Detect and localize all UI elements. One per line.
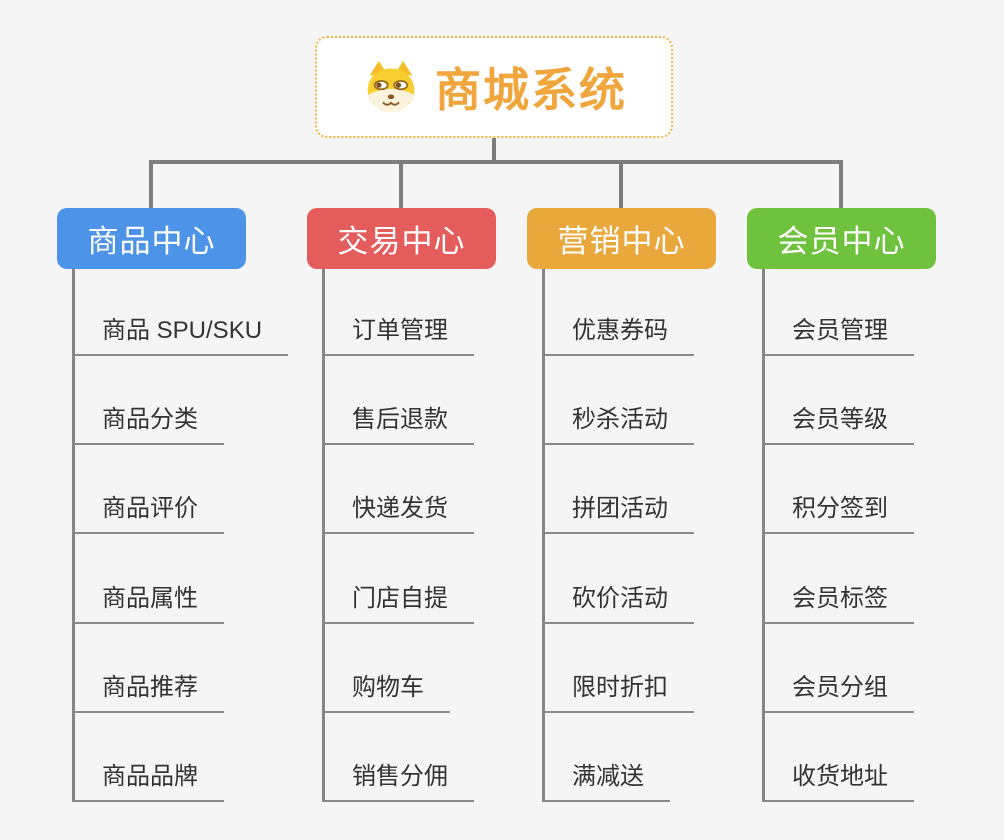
trunk-line-member-center xyxy=(762,269,765,802)
root-node-mall-system[interactable]: 商城系统 xyxy=(315,36,673,138)
branch-node-member-center[interactable]: 会员中心 xyxy=(747,208,936,269)
leaf-node[interactable]: 商品 SPU/SKU xyxy=(72,316,289,356)
leaf-node[interactable]: 售后退款 xyxy=(322,405,474,445)
leaf-node[interactable]: 门店自提 xyxy=(322,584,474,624)
leaf-node[interactable]: 商品属性 xyxy=(72,584,224,624)
leaf-node[interactable]: 限时折扣 xyxy=(542,673,694,713)
leaf-node[interactable]: 快递发货 xyxy=(322,494,474,534)
leaf-node[interactable]: 会员分组 xyxy=(762,673,914,713)
leaf-node[interactable]: 商品品牌 xyxy=(72,762,224,802)
leaf-node[interactable]: 商品评价 xyxy=(72,494,224,534)
leaf-node[interactable]: 优惠券码 xyxy=(542,316,694,356)
leaf-node[interactable]: 会员等级 xyxy=(762,405,914,445)
connector-root-stem xyxy=(492,138,496,164)
connector-drop-members xyxy=(839,160,843,208)
leaf-node[interactable]: 销售分佣 xyxy=(322,762,474,802)
leaf-node[interactable]: 订单管理 xyxy=(322,316,474,356)
doge-icon xyxy=(367,60,415,113)
branch-label: 交易中心 xyxy=(337,224,466,259)
trunk-line-product-center xyxy=(72,269,75,802)
branch-label: 会员中心 xyxy=(777,224,906,259)
leaf-node[interactable]: 购物车 xyxy=(322,673,450,713)
leaf-node[interactable]: 商品推荐 xyxy=(72,673,224,713)
leaf-node[interactable]: 积分签到 xyxy=(762,494,914,534)
leaf-node[interactable]: 收货地址 xyxy=(762,762,914,802)
branch-label: 商品中心 xyxy=(87,224,216,259)
connector-horizontal xyxy=(149,160,843,164)
trunk-line-marketing-center xyxy=(542,269,545,802)
leaf-node[interactable]: 商品分类 xyxy=(72,405,224,445)
leaf-node[interactable]: 会员管理 xyxy=(762,316,914,356)
branch-node-marketing-center[interactable]: 营销中心 xyxy=(527,208,716,269)
leaf-node[interactable]: 拼团活动 xyxy=(542,494,694,534)
trunk-line-trade-center xyxy=(322,269,325,802)
branch-label: 营销中心 xyxy=(557,224,686,259)
connector-drop-trade xyxy=(399,160,403,208)
branch-node-trade-center[interactable]: 交易中心 xyxy=(307,208,496,269)
leaf-node[interactable]: 会员标签 xyxy=(762,584,914,624)
connector-drop-marketing xyxy=(619,160,623,208)
branch-node-product-center[interactable]: 商品中心 xyxy=(57,208,246,269)
connector-drop-products xyxy=(149,160,153,208)
leaf-node[interactable]: 砍价活动 xyxy=(542,584,694,624)
root-title: 商城系统 xyxy=(435,64,627,116)
leaf-node[interactable]: 满减送 xyxy=(542,762,670,802)
leaf-node[interactable]: 秒杀活动 xyxy=(542,405,694,445)
